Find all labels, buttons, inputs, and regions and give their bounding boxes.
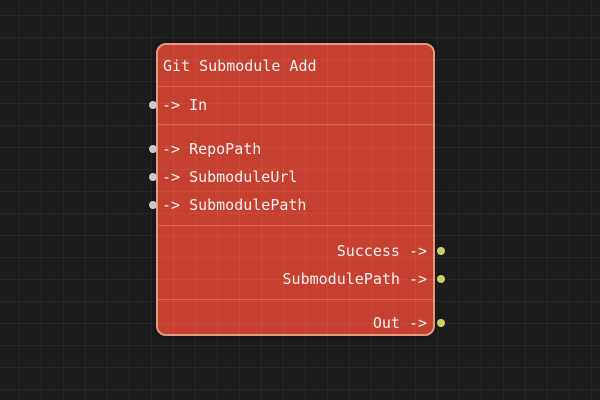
pin-label: In — [189, 96, 208, 114]
exec-in-pin[interactable] — [149, 101, 157, 109]
pin-label: Success — [336, 242, 400, 260]
pin-arrow-icon: -> — [408, 270, 427, 288]
pin-arrow-icon: -> — [408, 314, 427, 332]
pin-label: RepoPath — [189, 140, 262, 158]
input-pin-submodulepath[interactable] — [149, 201, 157, 209]
separator — [158, 225, 433, 226]
pin-arrow-icon: -> — [162, 140, 181, 158]
pin-label: SubmodulePath — [282, 270, 400, 288]
output-pin-success[interactable] — [437, 247, 445, 255]
separator — [158, 86, 433, 87]
pin-arrow-icon: -> — [162, 168, 181, 186]
pin-arrow-icon: -> — [162, 96, 181, 114]
pin-label: Out — [372, 314, 400, 332]
pin-label: SubmoduleUrl — [189, 168, 298, 186]
separator — [158, 124, 433, 125]
pin-label: SubmodulePath — [189, 196, 307, 214]
port-row-submoduleurl: -> SubmoduleUrl — [149, 163, 433, 191]
port-row-exec-in: -> In — [149, 91, 433, 119]
exec-out-pin[interactable] — [437, 319, 445, 327]
output-pin-submodulepath[interactable] — [437, 275, 445, 283]
port-row-exec-out: Out -> — [158, 309, 445, 337]
port-row-submodulepath-in: -> SubmodulePath — [149, 191, 433, 219]
port-row-submodulepath-out: SubmodulePath -> — [158, 265, 445, 293]
node-git-submodule-add[interactable]: Git Submodule Add -> In -> RepoPath -> S… — [149, 43, 445, 337]
port-row-repopath: -> RepoPath — [149, 135, 433, 163]
input-pin-repopath[interactable] — [149, 145, 157, 153]
pin-arrow-icon: -> — [162, 196, 181, 214]
separator — [158, 299, 433, 300]
input-pin-submoduleurl[interactable] — [149, 173, 157, 181]
port-row-success: Success -> — [158, 237, 445, 265]
pin-arrow-icon: -> — [408, 242, 427, 260]
node-title[interactable]: Git Submodule Add — [163, 56, 317, 75]
